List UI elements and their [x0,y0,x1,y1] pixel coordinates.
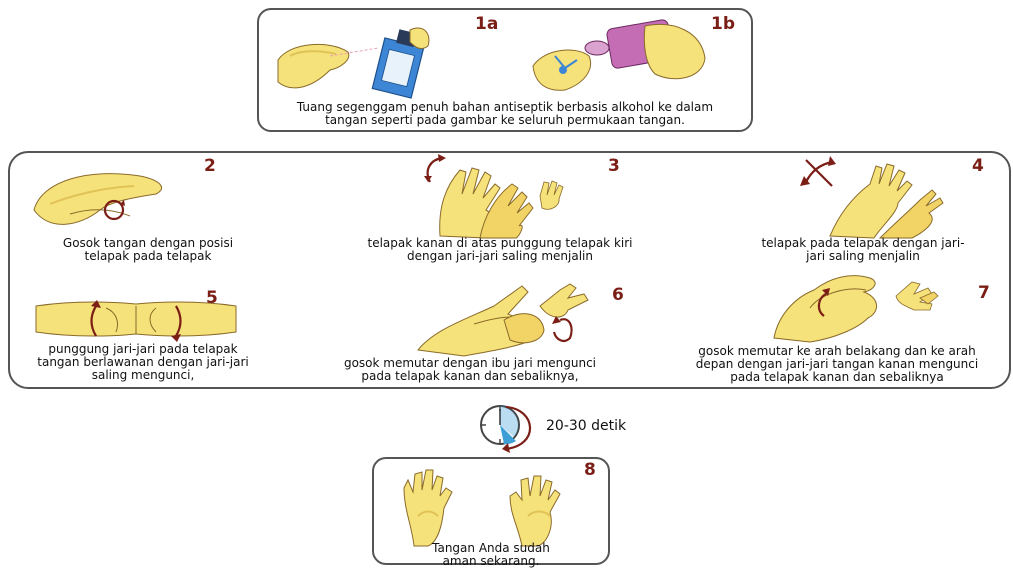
step-5-number: 5 [206,290,218,307]
hand-with-bottle-illustration [525,18,715,100]
stopwatch-icon [466,403,556,455]
step-4-illustration [800,156,970,238]
step-7-number: 7 [978,285,990,302]
step-2-number: 2 [204,158,216,175]
step-4-number: 4 [972,158,984,175]
step-8-number: 8 [584,462,596,479]
step-1-caption: Tuang segenggam penuh bahan antiseptik b… [262,101,748,127]
step-5-caption: punggung jari-jari pada telapak tangan b… [18,343,268,382]
step-2-illustration [30,160,180,236]
step-7-illustration [770,268,970,344]
step-4-caption: telapak pada telapak dengan jari- jari s… [728,237,998,263]
timer-duration-label: 20-30 detik [546,418,626,434]
step-6-caption: gosok memutar dengan ibu jari mengunci p… [320,357,620,383]
step-3-illustration [420,156,600,238]
step-1a-number: 1a [475,16,498,33]
step-3-caption: telapak kanan di atas punggung telapak k… [330,237,670,263]
step-2-caption: Gosok tangan dengan posisi telapak pada … [28,237,268,263]
step-6-number: 6 [612,287,624,304]
step-1b-number: 1b [711,16,735,33]
step-7-caption: gosok memutar ke arah belakang dan ke ar… [664,345,1010,384]
step-3-number: 3 [608,158,620,175]
step-8-caption: Tangan Anda sudah aman sekarang. [378,542,604,568]
hand-with-dispenser-illustration [270,20,440,98]
step-8-illustration [398,466,578,546]
step-6-illustration [414,280,614,356]
